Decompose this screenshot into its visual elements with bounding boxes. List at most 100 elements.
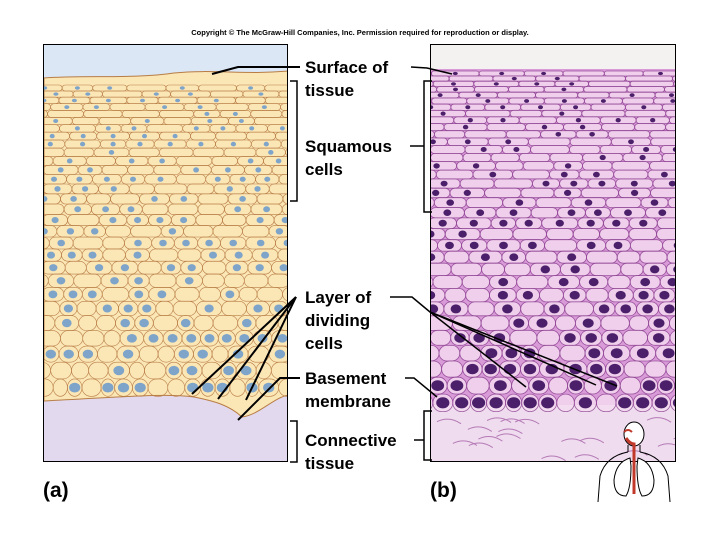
stained-nucleus: [650, 118, 656, 123]
stained-nucleus: [455, 397, 469, 409]
stained-nucleus: [579, 124, 586, 130]
nucleus: [137, 141, 143, 147]
nucleus: [240, 365, 252, 376]
stained-nucleus: [475, 93, 481, 97]
cell: [282, 193, 287, 205]
stained-nucleus: [654, 397, 668, 409]
stained-cell: [664, 86, 675, 93]
nucleus: [48, 290, 58, 299]
dividing-leader-right-3: [429, 311, 618, 387]
stained-cell: [662, 239, 675, 252]
stained-nucleus: [588, 348, 601, 359]
stained-nucleus: [639, 154, 646, 161]
nucleus: [57, 239, 65, 247]
stained-nucleus: [650, 199, 659, 206]
stained-cell: [665, 360, 675, 378]
stained-nucleus: [499, 241, 508, 250]
nucleus: [91, 228, 99, 235]
nucleus: [134, 217, 142, 224]
stained-nucleus: [628, 139, 634, 145]
nucleus: [88, 251, 97, 259]
nucleus: [74, 206, 82, 213]
nucleus: [68, 290, 78, 299]
nucleus: [66, 228, 75, 235]
stained-nucleus: [672, 147, 675, 152]
nucleus: [274, 349, 286, 359]
cell: [269, 301, 287, 316]
stained-nucleus: [436, 397, 450, 409]
stained-nucleus: [664, 304, 675, 314]
nucleus: [182, 239, 190, 247]
nucleus: [159, 158, 165, 164]
nucleus: [57, 167, 64, 173]
nucleus: [261, 105, 267, 109]
nucleus: [107, 86, 113, 90]
label-squamous-cells: Squamous cells: [305, 135, 392, 181]
connective-fiber: [646, 417, 672, 423]
stained-cell: [661, 153, 675, 163]
nucleus: [140, 98, 145, 103]
stained-nucleus: [569, 290, 580, 300]
stained-cell: [665, 109, 675, 118]
nucleus: [242, 318, 252, 328]
nucleus: [47, 251, 55, 259]
connective-fiber: [500, 418, 525, 424]
stained-nucleus: [659, 290, 670, 300]
nucleus: [220, 126, 226, 131]
label-line: Surface of: [305, 58, 389, 77]
connective-fiber: [579, 437, 605, 444]
label-line: Connective: [305, 431, 397, 450]
nucleus: [225, 167, 231, 173]
dividing-leader-right-stem: [390, 296, 431, 313]
nucleus: [162, 105, 168, 109]
nucleus: [166, 264, 176, 272]
nucleus: [102, 206, 109, 213]
nucleus: [167, 141, 173, 147]
stained-nucleus: [598, 180, 606, 187]
stained-nucleus: [658, 209, 667, 216]
stained-nucleus: [642, 380, 656, 391]
stained-nucleus: [469, 219, 478, 227]
stained-nucleus: [559, 111, 565, 116]
stained-nucleus: [541, 71, 547, 76]
nucleus: [63, 304, 73, 313]
cell: [275, 236, 287, 250]
nucleus: [180, 217, 188, 224]
cell: [277, 248, 287, 262]
nucleus: [108, 150, 115, 155]
nucleus: [142, 304, 152, 313]
connective-bracket-right: [423, 410, 432, 461]
stained-nucleus: [593, 171, 600, 178]
stained-nucleus: [599, 154, 606, 161]
stained-nucleus: [582, 318, 594, 328]
nucleus: [186, 334, 197, 343]
stained-nucleus: [431, 139, 436, 145]
stained-cell: [669, 116, 675, 125]
nucleus: [70, 196, 77, 202]
nucleus: [187, 92, 193, 96]
stained-nucleus: [618, 397, 632, 409]
dividing-leader-right-2: [429, 311, 597, 386]
nucleus: [110, 133, 116, 139]
stained-nucleus: [511, 76, 517, 81]
stained-nucleus: [505, 139, 512, 145]
stained-nucleus: [585, 333, 597, 343]
stained-nucleus: [575, 118, 581, 123]
nucleus: [110, 186, 117, 192]
stained-nucleus: [431, 304, 439, 314]
nucleus: [168, 365, 180, 376]
nucleus: [172, 133, 178, 139]
stained-nucleus: [467, 118, 473, 123]
nucleus: [248, 86, 254, 90]
nucleus: [180, 196, 188, 202]
nucleus: [110, 141, 116, 147]
nucleus: [229, 239, 237, 247]
nucleus: [254, 186, 261, 192]
surface-leader-right: [410, 66, 453, 75]
nucleus: [256, 217, 264, 224]
nucleus: [54, 186, 61, 192]
stained-nucleus: [639, 219, 648, 227]
stained-nucleus: [554, 76, 560, 81]
stained-nucleus: [433, 163, 440, 169]
nucleus: [102, 382, 114, 393]
